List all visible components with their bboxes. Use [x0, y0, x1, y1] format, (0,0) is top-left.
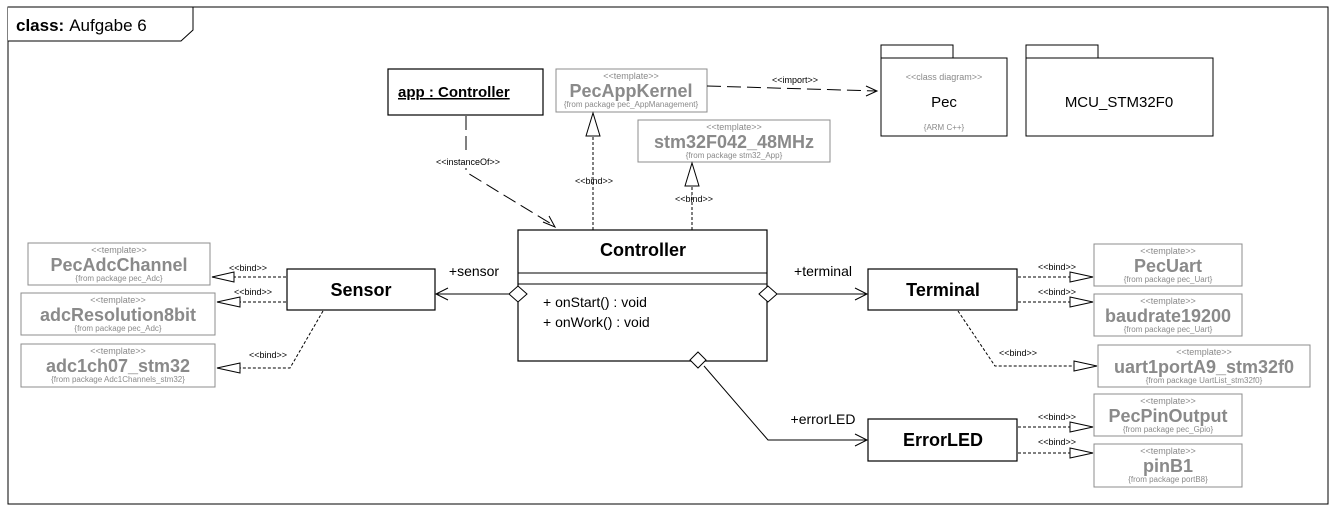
name-appkernel: PecAppKernel [569, 81, 692, 101]
diagram-frame [7, 6, 1329, 505]
class-sensor[interactable] [286, 268, 436, 311]
stereotype-appkernel: <<template>> [603, 71, 659, 81]
terminal-name: Terminal [906, 280, 980, 300]
stereotype-adcchannel: <<template>> [91, 245, 147, 255]
controller-name: Controller [600, 240, 686, 260]
template-pinb1[interactable] [1093, 443, 1243, 488]
edge-bind-adcchannel: <<bind>> [229, 263, 267, 273]
stereotype-pecuart: <<template>> [1140, 246, 1196, 256]
instance-box[interactable] [387, 68, 544, 116]
stereotype-adcres: <<template>> [90, 295, 146, 305]
edge-bind-pinout: <<bind>> [1038, 412, 1076, 422]
edge-bind-adc1ch: <<bind>> [249, 350, 287, 360]
template-stm32[interactable] [637, 119, 831, 163]
controller-op-onstart: + onStart() : void [543, 294, 647, 310]
name-pinout: PecPinOutput [1108, 406, 1227, 426]
template-adcchannel[interactable] [27, 242, 211, 286]
package-pec-name: Pec [931, 94, 957, 111]
edge-bind-baud: <<bind>> [1038, 287, 1076, 297]
role-errorled: +errorLED [791, 411, 856, 427]
template-adcres[interactable] [20, 292, 216, 336]
template-pecuart[interactable] [1093, 243, 1243, 287]
role-sensor: +sensor [449, 263, 500, 279]
name-pinb1: pinB1 [1143, 456, 1193, 476]
from-pecuart: {from package pec_Uart} [1124, 275, 1213, 284]
name-baud: baudrate19200 [1105, 306, 1231, 326]
name-adcres: adcResolution8bit [40, 305, 196, 325]
frame-title: class:Aufgabe 6 [16, 16, 147, 35]
package-pec-note: {ARM C++} [924, 123, 965, 132]
class-terminal[interactable] [867, 268, 1018, 311]
name-pecuart: PecUart [1134, 256, 1202, 276]
name-stm32: stm32F042_48MHz [654, 132, 814, 152]
from-appkernel: {from package pec_AppManagement} [564, 100, 699, 109]
from-adcchannel: {from package pec_Adc} [75, 274, 162, 283]
edge-bind-pecuart: <<bind>> [1038, 262, 1076, 272]
edge-bind-appkernel: <<bind>> [575, 176, 613, 186]
edge-import: <<import>> [772, 75, 818, 85]
template-pinout[interactable] [1093, 393, 1243, 437]
stereotype-stm32: <<template>> [706, 122, 762, 132]
stereotype-pinb1: <<template>> [1140, 446, 1196, 456]
role-terminal: +terminal [794, 263, 852, 279]
package-mcu-name: MCU_STM32F0 [1065, 94, 1173, 111]
from-adc1ch: {from package Adc1Channels_stm32} [51, 375, 185, 384]
name-adc1ch: adc1ch07_stm32 [46, 356, 190, 376]
package-pec-stereotype: <<class diagram>> [906, 72, 983, 82]
edge-instanceof: <<instanceOf>> [436, 157, 500, 167]
stereotype-uart1: <<template>> [1176, 347, 1232, 357]
template-adc1ch[interactable] [20, 343, 216, 388]
template-appkernel[interactable] [555, 68, 708, 113]
frame-tab [8, 6, 194, 42]
from-uart1: {from package UartList_stm32f0} [1146, 376, 1263, 385]
package-mcu[interactable] [1025, 44, 1214, 137]
edge-bind-uart1: <<bind>> [999, 348, 1037, 358]
instance-label: app : Controller [398, 84, 510, 101]
errorled-name: ErrorLED [903, 430, 983, 450]
template-uart1[interactable] [1097, 344, 1311, 388]
edge-bind-adcres: <<bind>> [234, 287, 272, 297]
name-adcchannel: PecAdcChannel [50, 255, 187, 275]
controller-op-onwork: + onWork() : void [543, 314, 650, 330]
class-controller[interactable] [517, 229, 768, 362]
edge-bind-pinb1: <<bind>> [1038, 437, 1076, 447]
from-pinout: {from package pec_Gpio} [1123, 425, 1214, 434]
from-pinb1: {from package portB8} [1128, 475, 1208, 484]
name-uart1: uart1portA9_stm32f0 [1114, 357, 1294, 377]
from-adcres: {from package pec_Adc} [74, 324, 161, 333]
stereotype-baud: <<template>> [1140, 296, 1196, 306]
stereotype-pinout: <<template>> [1140, 396, 1196, 406]
template-baud[interactable] [1093, 293, 1243, 337]
from-baud: {from package pec_Uart} [1124, 325, 1213, 334]
from-stm32: {from package stm32_App} [686, 151, 783, 160]
package-pec[interactable] [880, 44, 1008, 137]
class-errorled[interactable] [867, 418, 1018, 462]
edge-bind-stm32: <<bind>> [675, 194, 713, 204]
sensor-name: Sensor [330, 280, 391, 300]
stereotype-adc1ch: <<template>> [90, 346, 146, 356]
